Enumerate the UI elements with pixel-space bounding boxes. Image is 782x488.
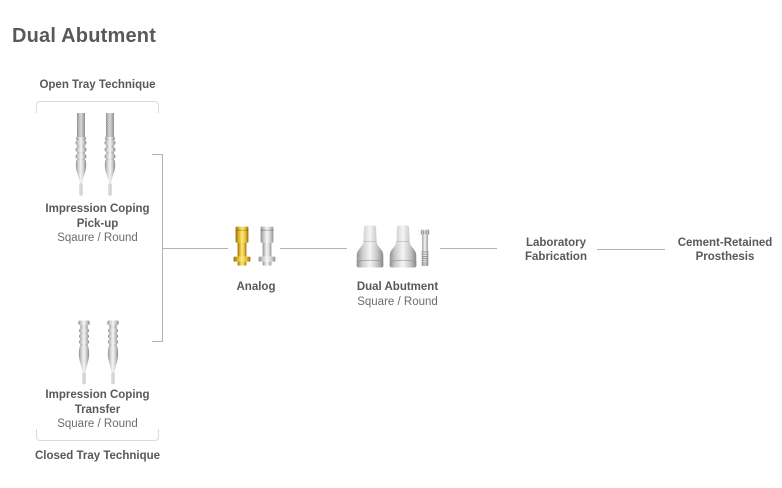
prosthesis-label-line1: Cement-Retained (677, 237, 773, 249)
analog-label: Analog (236, 281, 276, 293)
connector-laboratory-to-prosthesis (597, 249, 665, 250)
abutment-square-icon (356, 225, 384, 268)
transfer-coping-caption: Impression Coping Transfer Square / Roun… (20, 388, 175, 432)
abutment-screw-icon (420, 229, 430, 267)
connector-bracket-to-analog (163, 248, 228, 249)
dual-abutment-variant: Square / Round (357, 295, 438, 308)
pickup-coping-name-line2: Pick-up (76, 217, 119, 230)
cement-retained-prosthesis-label: Cement-Retained Prosthesis (664, 236, 782, 264)
analog-silver-icon (258, 226, 276, 267)
pickup-coping-caption: Impression Coping Pick-up Sqaure / Round (20, 202, 175, 246)
bracket-top-arm (152, 154, 162, 155)
pickup-coping-variant: Sqaure / Round (57, 232, 138, 244)
prosthesis-label-line2: Prosthesis (695, 251, 755, 263)
laboratory-label-line2: Fabrication (525, 251, 587, 263)
bracket-bottom-arm (152, 341, 162, 342)
dual-abutment-label: Dual Abutment (356, 281, 439, 293)
laboratory-label-line1: Laboratory (525, 237, 587, 249)
closed-tray-technique-label: Closed Tray Technique (34, 450, 161, 462)
laboratory-fabrication-label: Laboratory Fabrication (506, 236, 606, 264)
abutment-round-icon (389, 225, 417, 268)
pickup-coping-name-line1: Impression Coping (45, 203, 150, 215)
connector-abutment-to-laboratory (440, 248, 497, 249)
dual-abutment-image (356, 225, 430, 268)
transfer-coping-square-icon (78, 320, 90, 385)
analog-gold-icon (233, 226, 251, 267)
transfer-coping-round-icon (107, 320, 119, 385)
transfer-coping-variant: Square / Round (57, 418, 138, 430)
closed-tray-bracket (36, 429, 159, 441)
transfer-coping-name-line1: Impression Coping (45, 389, 150, 401)
bracket-vertical-line (162, 154, 163, 342)
open-tray-technique-label: Open Tray Technique (39, 79, 156, 91)
open-tray-bracket (36, 101, 159, 113)
analog-image (233, 226, 276, 267)
impression-coping-pickup-image (75, 113, 116, 196)
connector-analog-to-abutment (280, 248, 347, 249)
transfer-coping-name-line2: Transfer (74, 403, 121, 416)
impression-coping-transfer-image (78, 320, 119, 385)
dual-abutment-caption: Dual Abutment Square / Round (337, 280, 458, 309)
pickup-coping-round-icon (104, 113, 116, 196)
pickup-coping-square-icon (75, 113, 87, 196)
page-title: Dual Abutment (12, 25, 157, 47)
